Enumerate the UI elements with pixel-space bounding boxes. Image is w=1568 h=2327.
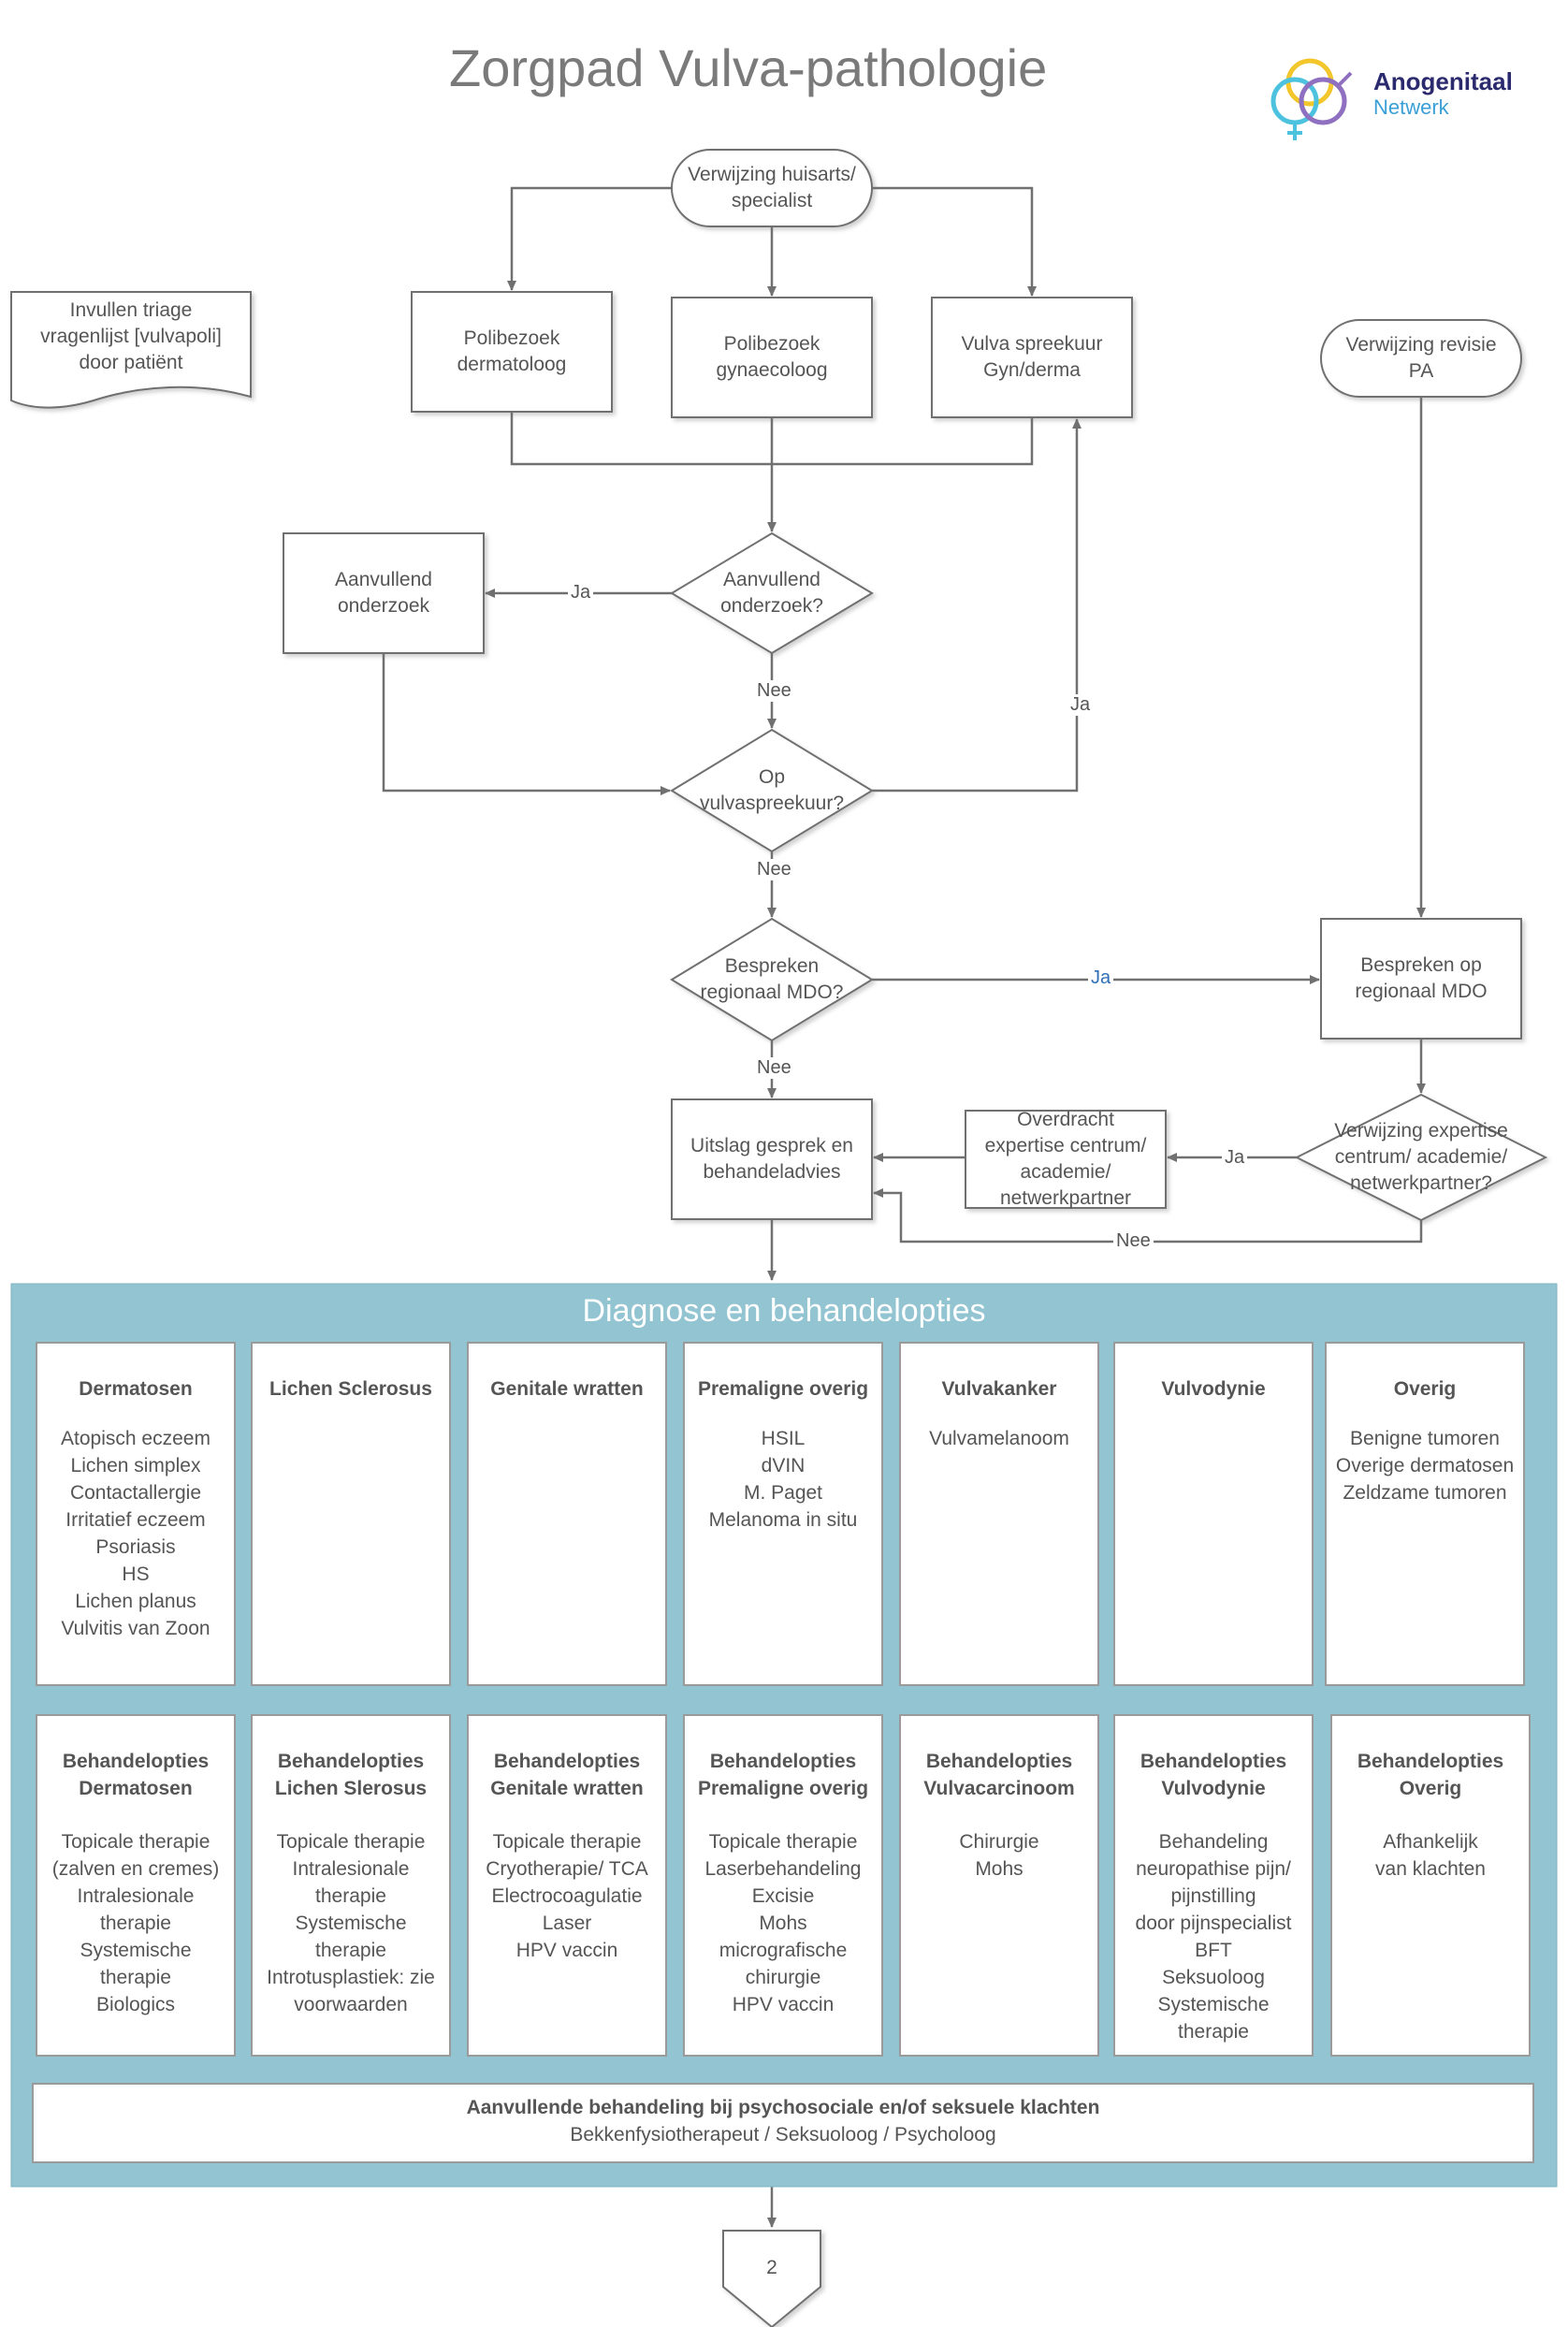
- treatment-card-genitale-wratten: Behandelopties Genitale wratten Topicale…: [467, 1714, 667, 2057]
- connector: [382, 653, 671, 795]
- psychosocial-treatment-box: Aanvullende behandeling bij psychosocial…: [32, 2083, 1534, 2163]
- treatment-card-lichen-sclerosus: Behandelopties Lichen Slerosus Topicale …: [251, 1714, 451, 2057]
- diagnosis-card-overig: Overig Benigne tumoren Overige dermatose…: [1325, 1342, 1525, 1686]
- card-items: Topicale therapie Laserbehandeling Excis…: [704, 1831, 862, 2015]
- card-items: Topicale therapie Cryotherapie/ TCA Elec…: [486, 1831, 648, 1961]
- overdracht-box: [965, 1110, 1167, 1209]
- card-items: Atopisch eczeem Lichen simplex Contactal…: [61, 1428, 211, 1639]
- poli-dermatoloog-label: Polibezoek dermatoloog: [457, 327, 567, 375]
- treatment-card-premaligne: Behandelopties Premaligne overig Topical…: [683, 1714, 883, 2057]
- treatment-card-vulvacarcinoom: Behandelopties Vulvacarcinoom Chirurgie …: [899, 1714, 1099, 2057]
- expertise-decision-label: Verwijzing expertise centrum/ academie/ …: [1334, 1120, 1508, 1194]
- card-heading: Overig: [1393, 1378, 1457, 1400]
- vulva-spreekuur-label: Vulva spreekuur Gyn/derma: [961, 333, 1103, 381]
- card-items: Chirurgie Mohs: [959, 1831, 1039, 1880]
- card-heading: Behandelopties Vulvacarcinoom: [923, 1751, 1075, 1799]
- edge-label-ja: Ja: [1067, 694, 1094, 716]
- diagnosis-card-genitale-wratten: Genitale wratten: [467, 1342, 667, 1686]
- card-heading: Vulvakanker: [941, 1378, 1057, 1400]
- edge-label-ja: Ja: [1222, 1147, 1248, 1169]
- edge-label-ja: Ja: [568, 582, 594, 604]
- connector: [872, 418, 1082, 793]
- card-items: HSIL dVIN M. Paget Melanoma in situ: [708, 1428, 858, 1531]
- card-items: Topicale therapie Intralesionale therapi…: [267, 1831, 435, 2015]
- logo-icon: [1270, 58, 1353, 140]
- triage-label: Invullen triage vragenlijst [vulvapoli] …: [40, 299, 222, 373]
- revisie-label: Verwijzing revisie PA: [1345, 334, 1497, 382]
- overdracht-label: Overdracht expertise centrum/ academie/ …: [984, 1109, 1147, 1209]
- uitslag-label: Uitslag gesprek en behandeladvies: [690, 1135, 853, 1183]
- card-heading: Behandelopties Premaligne overig: [697, 1751, 869, 1799]
- mdo-decision-label: Bespreken regionaal MDO?: [700, 955, 844, 1003]
- logo-subtext: Netwerk: [1373, 95, 1449, 119]
- psychosocial-body: Bekkenfysiotherapeut / Seksuoloog / Psyc…: [570, 2124, 996, 2145]
- edge-label-nee: Nee: [754, 1057, 794, 1079]
- card-heading: Behandelopties Vulvodynie: [1140, 1751, 1287, 1799]
- panel-title: Diagnose en behandelopties: [582, 1293, 986, 1329]
- card-items: Benigne tumoren Overige dermatosen Zeldz…: [1335, 1428, 1515, 1504]
- vulva-spreekuur-box: [931, 297, 1133, 418]
- card-heading: Behandelopties Dermatosen: [62, 1751, 210, 1799]
- card-items: Afhankelijk van klachten: [1375, 1831, 1486, 1880]
- card-heading: Vulvodynie: [1161, 1378, 1266, 1400]
- diagnosis-card-lichen-sclerosus: Lichen Sclerosus: [251, 1342, 451, 1686]
- aanvullend-decision-label: Aanvullend onderzoek?: [720, 569, 823, 617]
- mdo-box: [1320, 918, 1522, 1040]
- start-label: Verwijzing huisarts/ specialist: [688, 164, 856, 211]
- mdo-box-label: Bespreken op regionaal MDO: [1355, 954, 1488, 1002]
- card-heading: Behandelopties Lichen Slerosus: [274, 1751, 428, 1799]
- connector: [507, 186, 672, 291]
- connector: [872, 186, 1037, 297]
- diagnosis-card-vulvakanker: Vulvakanker Vulvamelanoom: [899, 1342, 1099, 1686]
- poli-gynaecoloog-box: [671, 297, 873, 418]
- card-heading: Lichen Sclerosus: [269, 1378, 432, 1400]
- connector: [873, 1188, 1423, 1243]
- card-heading: Premaligne overig: [697, 1378, 869, 1400]
- treatment-card-dermatosen: Behandelopties Dermatosen Topicale thera…: [36, 1714, 236, 2057]
- edge-label-nee: Nee: [754, 680, 794, 702]
- card-items: Behandeling neuropathise pijn/ pijnstill…: [1135, 1831, 1292, 2043]
- edge-label-nee: Nee: [1113, 1230, 1154, 1252]
- vulvaspreekuur-decision-label: Op vulvaspreekuur?: [699, 766, 845, 814]
- treatment-card-vulvodynie: Behandelopties Vulvodynie Behandeling ne…: [1113, 1714, 1314, 2057]
- card-items: Vulvamelanoom: [929, 1428, 1069, 1449]
- poli-gynaecoloog-label: Polibezoek gynaecoloog: [716, 333, 828, 381]
- logo-text: Anogenitaal: [1373, 67, 1513, 95]
- diagnosis-card-premaligne: Premaligne overig HSIL dVIN M. Paget Mel…: [683, 1342, 883, 1686]
- card-heading: Dermatosen: [79, 1378, 193, 1400]
- poli-dermatoloog-box: [411, 291, 613, 413]
- card-heading: Behandelopties Genitale wratten: [490, 1751, 644, 1799]
- psychosocial-heading: Aanvullende behandeling bij psychosocial…: [466, 2097, 1100, 2118]
- uitslag-box: [671, 1098, 873, 1220]
- aanvullend-onderzoek-box: [283, 532, 485, 654]
- diagnosis-card-vulvodynie: Vulvodynie: [1113, 1342, 1314, 1686]
- triage-document-shape: [10, 291, 252, 409]
- offpage-connector-shape: [722, 2230, 821, 2327]
- page-title: Zorgpad Vulva-pathologie: [449, 38, 1048, 97]
- treatment-card-overig: Behandelopties Overig Afhankelijk van kl…: [1330, 1714, 1531, 2057]
- edge-label-nee: Nee: [754, 859, 794, 880]
- diagnosis-card-dermatosen: Dermatosen Atopisch eczeem Lichen simple…: [36, 1342, 236, 1686]
- card-heading: Genitale wratten: [490, 1378, 644, 1400]
- aanvullend-onderzoek-label: Aanvullend onderzoek: [335, 569, 432, 617]
- offpage-connector-label[interactable]: 2: [766, 2257, 777, 2278]
- card-heading: Behandelopties Overig: [1357, 1751, 1504, 1799]
- card-items: Topicale therapie (zalven en cremes) Int…: [51, 1831, 220, 2015]
- edge-label-ja: Ja: [1088, 967, 1114, 989]
